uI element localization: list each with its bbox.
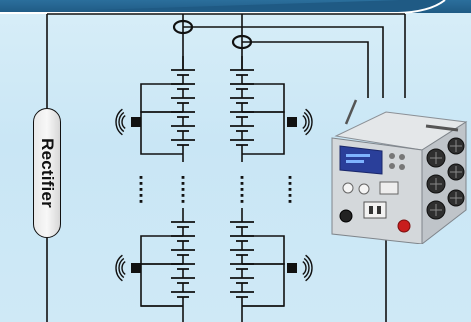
signal-arc	[118, 111, 125, 133]
ellipsis-dot	[181, 176, 185, 179]
signal-arc	[118, 257, 125, 279]
ellipsis-dot	[288, 194, 292, 197]
signal-arc	[305, 108, 313, 136]
ellipsis-dot	[139, 194, 143, 197]
ellipsis-dot	[288, 188, 292, 191]
current-clamp-icon	[172, 19, 194, 35]
ellipsis-dot	[181, 194, 185, 197]
ellipsis-dot	[240, 176, 244, 179]
ellipsis-dot	[181, 182, 185, 185]
sensor-wireless-icon	[287, 263, 297, 273]
ellipsis-dot	[139, 176, 143, 179]
ellipsis-dot	[181, 188, 185, 191]
sensor-wireless-icon	[131, 263, 141, 273]
ellipsis-dot	[288, 176, 292, 179]
signal-arc	[121, 115, 126, 129]
signal-arc	[303, 111, 310, 133]
monitor-loop	[242, 111, 285, 155]
signal-arc	[303, 257, 310, 279]
ellipsis-dot	[181, 200, 185, 203]
monitor-loop	[242, 263, 285, 307]
signal-arc	[302, 261, 307, 275]
sensor-wireless-icon	[287, 117, 297, 127]
battery-discharge-tester-icon	[331, 99, 468, 244]
rectifier-label: Rectifier	[38, 138, 57, 208]
signal-arc	[115, 254, 123, 282]
current-clamp-icon	[231, 34, 253, 50]
signal-arc	[121, 261, 126, 275]
monitor-loop	[140, 263, 183, 307]
clamp-lead-2	[242, 41, 369, 98]
monitor-loop	[140, 111, 183, 155]
ellipsis-dot	[240, 200, 244, 203]
ellipsis-dot	[139, 200, 143, 203]
signal-arc	[302, 115, 307, 129]
ellipsis-dot	[288, 200, 292, 203]
signal-arc	[305, 254, 313, 282]
header-curve	[0, 0, 471, 14]
signal-arc	[115, 108, 123, 136]
ellipsis-dot	[240, 188, 244, 191]
rectifier-box: Rectifier	[33, 108, 61, 238]
sensor-wireless-icon	[131, 117, 141, 127]
ellipsis-dot	[240, 182, 244, 185]
ellipsis-dot	[139, 188, 143, 191]
ellipsis-dot	[288, 182, 292, 185]
ellipsis-dot	[240, 194, 244, 197]
ellipsis-dot	[139, 182, 143, 185]
clamp-lead-1	[183, 26, 384, 98]
